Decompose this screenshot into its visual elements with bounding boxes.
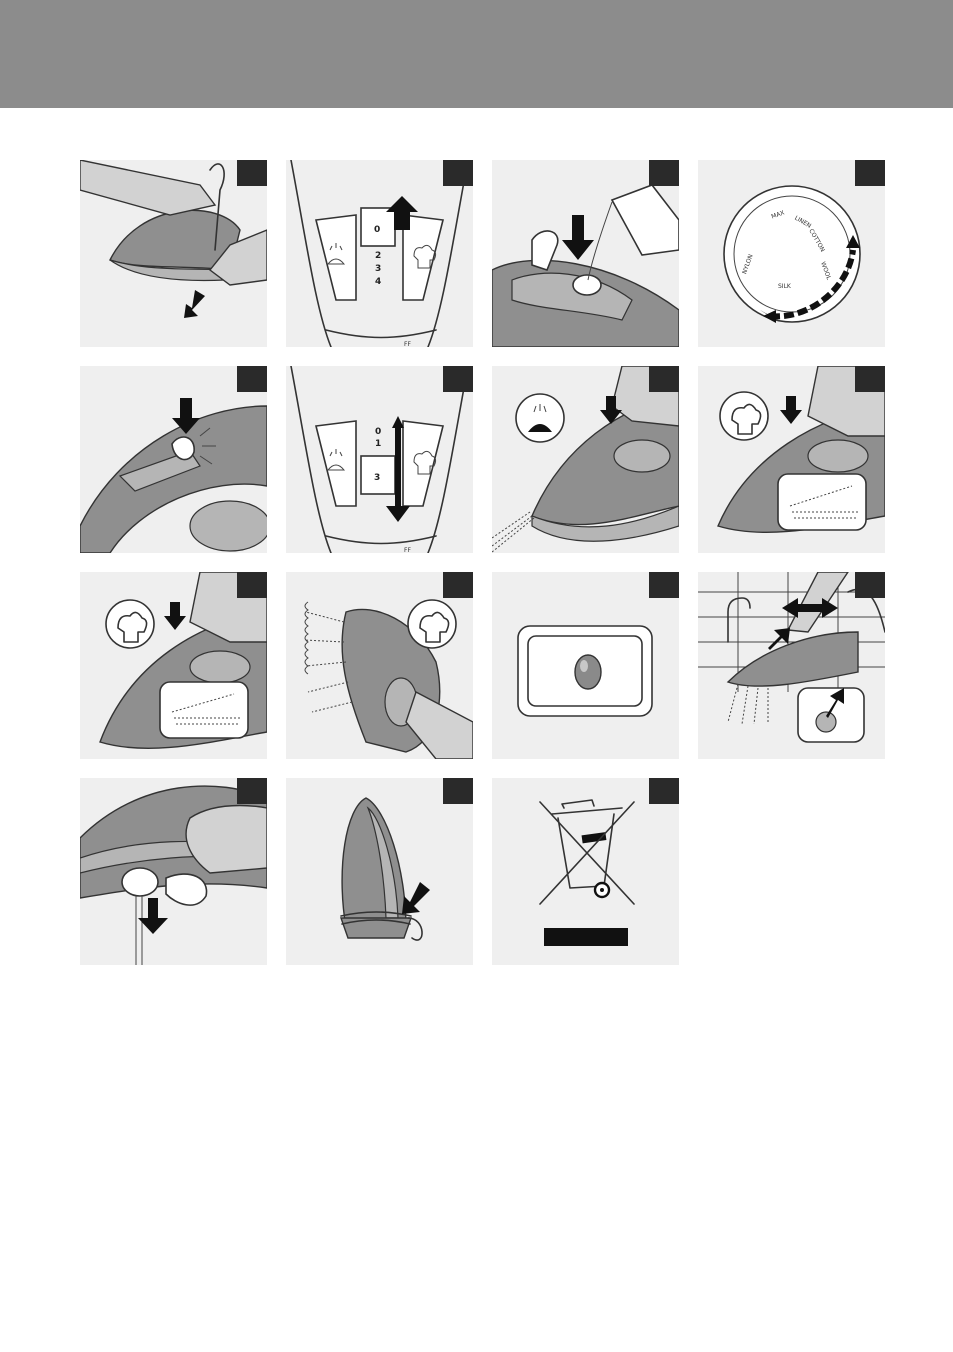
figure-panel-12 bbox=[698, 572, 885, 759]
figure-panel-14 bbox=[286, 778, 473, 965]
figure-panel-8 bbox=[698, 366, 885, 553]
steam-level-selected: 3 bbox=[374, 473, 380, 483]
figure-number-badge bbox=[443, 366, 473, 392]
figure-number-badge bbox=[855, 572, 885, 598]
figure-number-badge bbox=[649, 160, 679, 186]
iron-cord-unwind-illustration bbox=[80, 160, 267, 347]
figure-number-badge bbox=[237, 366, 267, 392]
fill-water-tank-illustration bbox=[492, 160, 679, 347]
figure-panel-4: NYLON SILK WOOL COTTON LINEN MAX bbox=[698, 160, 885, 347]
figure-panel-9 bbox=[80, 572, 267, 759]
figure-number-badge bbox=[237, 160, 267, 186]
steam-shot-press-illustration bbox=[80, 572, 267, 759]
spray-function-illustration bbox=[492, 366, 679, 553]
steam-control-adjust-illustration: 0 1 3 FF bbox=[286, 366, 473, 553]
weee-bin-icon bbox=[492, 778, 679, 965]
figure-number-badge bbox=[443, 572, 473, 598]
calc-clean-light-illustration bbox=[492, 572, 679, 759]
off-label: FF bbox=[404, 341, 411, 347]
figure-number-badge bbox=[443, 778, 473, 804]
figure-panel-3 bbox=[492, 160, 679, 347]
spray-icon bbox=[516, 394, 564, 442]
figure-panel-7 bbox=[492, 366, 679, 553]
figure-number-badge bbox=[237, 572, 267, 598]
steam-level-selected: 0 bbox=[374, 225, 380, 235]
figure-panel-5 bbox=[80, 366, 267, 553]
figure-number-badge bbox=[237, 778, 267, 804]
off-label: FF bbox=[404, 547, 411, 553]
figure-panel-10 bbox=[286, 572, 473, 759]
figure-number-badge bbox=[649, 366, 679, 392]
figure-number-badge bbox=[855, 366, 885, 392]
calc-clean-sink-illustration bbox=[698, 572, 885, 759]
figure-panel-15 bbox=[492, 778, 679, 965]
vertical-steam-illustration bbox=[286, 572, 473, 759]
figure-panel-13 bbox=[80, 778, 267, 965]
steam-control-set-zero-illustration: 0 2 3 4 FF bbox=[286, 160, 473, 347]
figure-number-badge bbox=[649, 778, 679, 804]
shot-of-steam-illustration bbox=[698, 366, 885, 553]
figure-panel-1 bbox=[80, 160, 267, 347]
dial-label-silk: SILK bbox=[778, 283, 792, 290]
steam-level-0: 0 bbox=[375, 427, 381, 437]
steam-level-3: 3 bbox=[375, 264, 381, 274]
figure-panel-11 bbox=[492, 572, 679, 759]
steam-level-2: 2 bbox=[375, 251, 381, 261]
figure-number-badge bbox=[649, 572, 679, 598]
header-bar bbox=[0, 0, 953, 108]
figure-panel-6: 0 1 3 FF bbox=[286, 366, 473, 553]
storage-cord-wrap-illustration bbox=[286, 778, 473, 965]
figure-panel-2: 0 2 3 4 FF bbox=[286, 160, 473, 347]
steam-level-1: 1 bbox=[375, 439, 381, 449]
temperature-dial-illustration: NYLON SILK WOOL COTTON LINEN MAX bbox=[698, 160, 885, 347]
press-spray-button-illustration bbox=[80, 366, 267, 553]
figure-number-badge bbox=[855, 160, 885, 186]
drain-water-illustration bbox=[80, 778, 267, 965]
steam-level-4: 4 bbox=[375, 277, 381, 287]
figure-number-badge bbox=[443, 160, 473, 186]
